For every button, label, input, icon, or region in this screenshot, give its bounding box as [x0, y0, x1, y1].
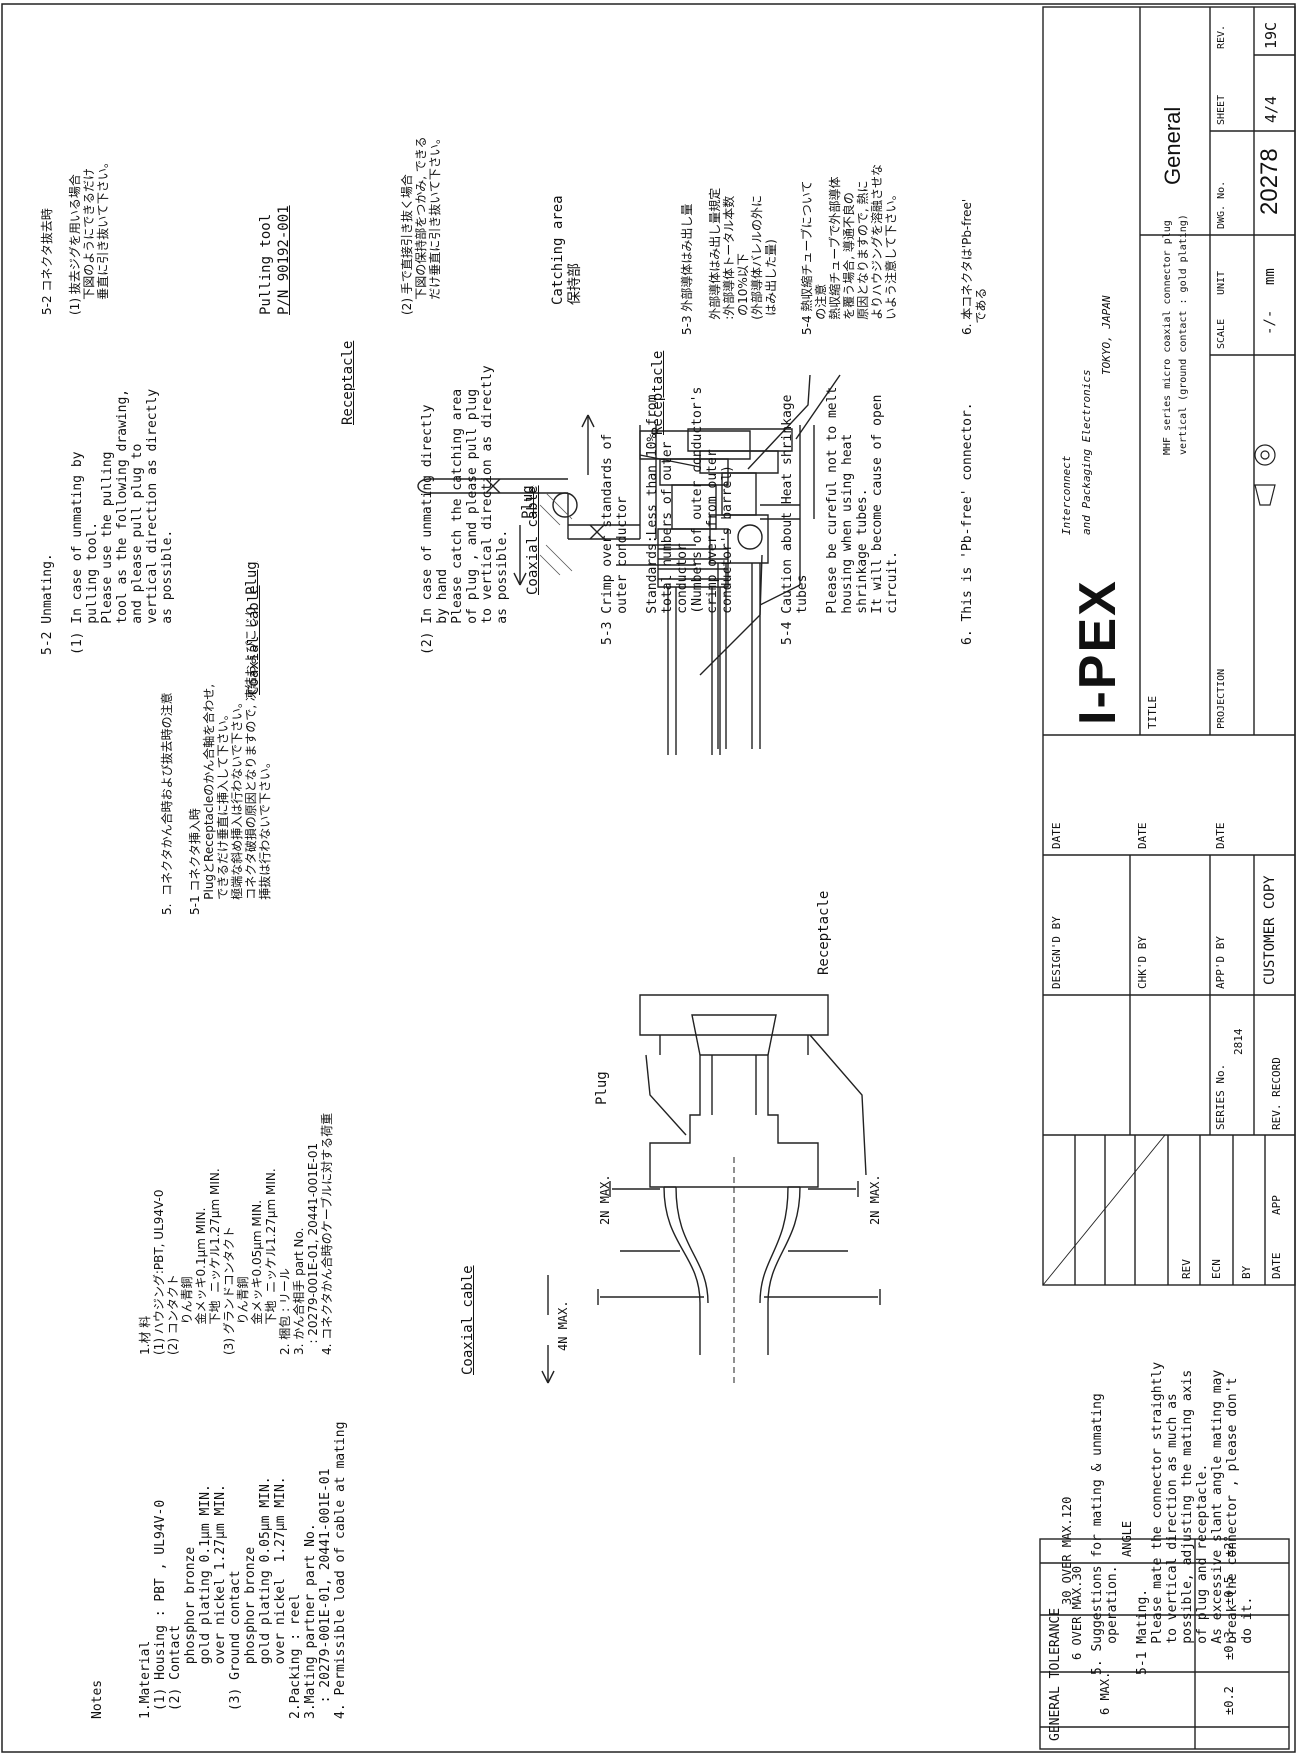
series-value: 2814	[1232, 1028, 1245, 1056]
approved-by-label: APP'D BY	[1214, 936, 1227, 989]
section5-2-en: 5-2 Unmating. (1) In case of unmating by…	[40, 388, 175, 655]
tol-r1-a: 6 MAX.	[1098, 1671, 1112, 1715]
section5-2-2-en: (2) In case of unmating directly by hand…	[420, 365, 510, 655]
fig1-2n-top: 2N MAX.	[598, 1174, 612, 1225]
tol-r1-b: ±0.2	[1222, 1686, 1236, 1715]
tol-r4-a: ANGLE	[1120, 1520, 1134, 1557]
notes-heading: Notes	[90, 1679, 105, 1719]
section5-4-en: 5-4 Caution about Heat shrinkage tubes P…	[780, 386, 900, 645]
fig2-tool-label: Pulling tool	[258, 213, 274, 315]
by-header: BY	[1240, 1265, 1253, 1279]
rev-record-label: REV. RECORD	[1270, 1057, 1283, 1130]
fig2-cable-label: Coaxial cable	[246, 585, 262, 695]
ecn-header: ECN	[1210, 1259, 1223, 1279]
customer-copy: CUSTOMER COPY	[1262, 875, 1278, 985]
fig1-plug-label: Plug	[594, 1071, 610, 1105]
section5-title: 5. Suggestions for mating & unmating ope…	[1090, 1393, 1120, 1675]
date-3-label: DATE	[1214, 822, 1227, 850]
figure-pulling-tool	[417, 374, 815, 755]
fig1-cable-label: Coaxial cable	[460, 1265, 476, 1375]
title-general: General	[1160, 106, 1185, 185]
sheet-value: 4/4	[1262, 95, 1280, 123]
fig2-receptacle-label: Receptacle	[340, 340, 356, 425]
tolerance-title: GENERAL TOLERANCE	[1048, 1607, 1063, 1741]
fig3-catching-jp: 保持部	[567, 263, 583, 305]
tol-r3-b: ±0.5	[1222, 1576, 1236, 1605]
scale-label: SCALE	[1216, 318, 1227, 349]
left-notes-jp: 1.材 料 (1) ハウジング:PBT, UL94V-0 (2) コンタクト り…	[138, 1112, 334, 1355]
fig2-tool-pn: P/N 90192-001	[276, 205, 292, 315]
tol-r3-a: 30 OVER MAX.120	[1060, 1496, 1074, 1605]
projection-symbol	[1254, 444, 1276, 506]
tool-hatch	[539, 492, 573, 576]
scale-value: -/-	[1262, 309, 1278, 335]
title-label: TITLE	[1146, 695, 1159, 729]
company-logo: I-PEX	[1069, 579, 1127, 725]
title-text-1: MHF series micro coaxial connector plug	[1162, 220, 1173, 455]
section5-3-en: 5-3 Crimp over standards of outer conduc…	[600, 386, 735, 645]
tol-r2-b: ±0.3	[1222, 1631, 1236, 1660]
fig1-4n: 4N MAX.	[556, 1300, 570, 1351]
section5-2-2-jp: (2) 手で直接引き抜く場合 下図の保持部をつかみ, できる だけ垂直に引き抜い…	[400, 132, 442, 315]
fig3-catching-label: Catching area	[550, 195, 566, 305]
section5-title-jp: 5. コネクタかん合時および抜去時の注意	[160, 692, 174, 915]
dwg-no-value: 20278	[1256, 148, 1283, 215]
dwg-no-label: DWG. No.	[1216, 180, 1227, 229]
date-2-label: DATE	[1136, 822, 1149, 850]
rev-label: REV.	[1216, 24, 1227, 49]
title-text-2: vertical (ground contact : gold plating)	[1178, 214, 1189, 455]
company-line-3: TOKYO, JAPAN	[1100, 295, 1113, 375]
section6-jp: 6. 本コネクタは'Pb-free' である	[960, 198, 988, 335]
fig3-plug-label: Plug	[520, 485, 536, 519]
checked-by-label: CHK'D BY	[1136, 936, 1149, 989]
date-1-label: DATE	[1050, 822, 1063, 850]
section5-3-jp: 5-3 外部導体はみ出し量 外部導体はみ出し量規定 :外部導体トータル本数 の1…	[680, 187, 778, 335]
section5-4-jp: 5-4 熱収縮チューブについて の注意 熱収縮チューブで外部導体 を覆う場合, …	[800, 163, 898, 335]
rev-value: 19C	[1262, 21, 1280, 49]
left-notes-en: 1.Material (1) Housing : PBT , UL94V-0 (…	[138, 1421, 348, 1719]
tol-r4-b: ±2°	[1222, 1535, 1236, 1557]
app-header: APP	[1270, 1195, 1283, 1215]
fig1-receptacle-label: Receptacle	[816, 890, 832, 975]
section5-1-text: 5-1 Mating. Please mate the connector st…	[1135, 1361, 1255, 1675]
fig2-plug-label: Plug	[244, 561, 260, 595]
unit-value: mm	[1262, 268, 1278, 285]
tolerance-table	[1039, 1538, 1290, 1750]
company-line-2: and Packaging Electronics	[1080, 369, 1093, 535]
fig1-2n-bottom: 2N MAX.	[868, 1174, 882, 1225]
rev-header: REV	[1180, 1259, 1193, 1279]
series-label: SERIES No.	[1214, 1063, 1227, 1130]
title-block-grid	[1042, 6, 1296, 1286]
section5-2-jp: 5-2 コネクタ抜去時 (1) 抜去ジグを用いる場合 下図のようにできるだけ 垂…	[40, 156, 110, 315]
unit-label: UNIT	[1216, 270, 1227, 295]
projection-label: PROJECTION	[1216, 668, 1227, 729]
designed-by-label: DESIGN'D BY	[1050, 916, 1063, 989]
date-header: DATE	[1270, 1252, 1283, 1280]
figure-mating-load	[541, 994, 881, 1384]
company-line-1: Interconnect	[1060, 455, 1073, 535]
sheet-label: SHEET	[1216, 94, 1227, 125]
figure-catch-by-hand	[616, 374, 841, 749]
section6-en: 6. This is 'Pb-free' connector.	[960, 402, 975, 645]
